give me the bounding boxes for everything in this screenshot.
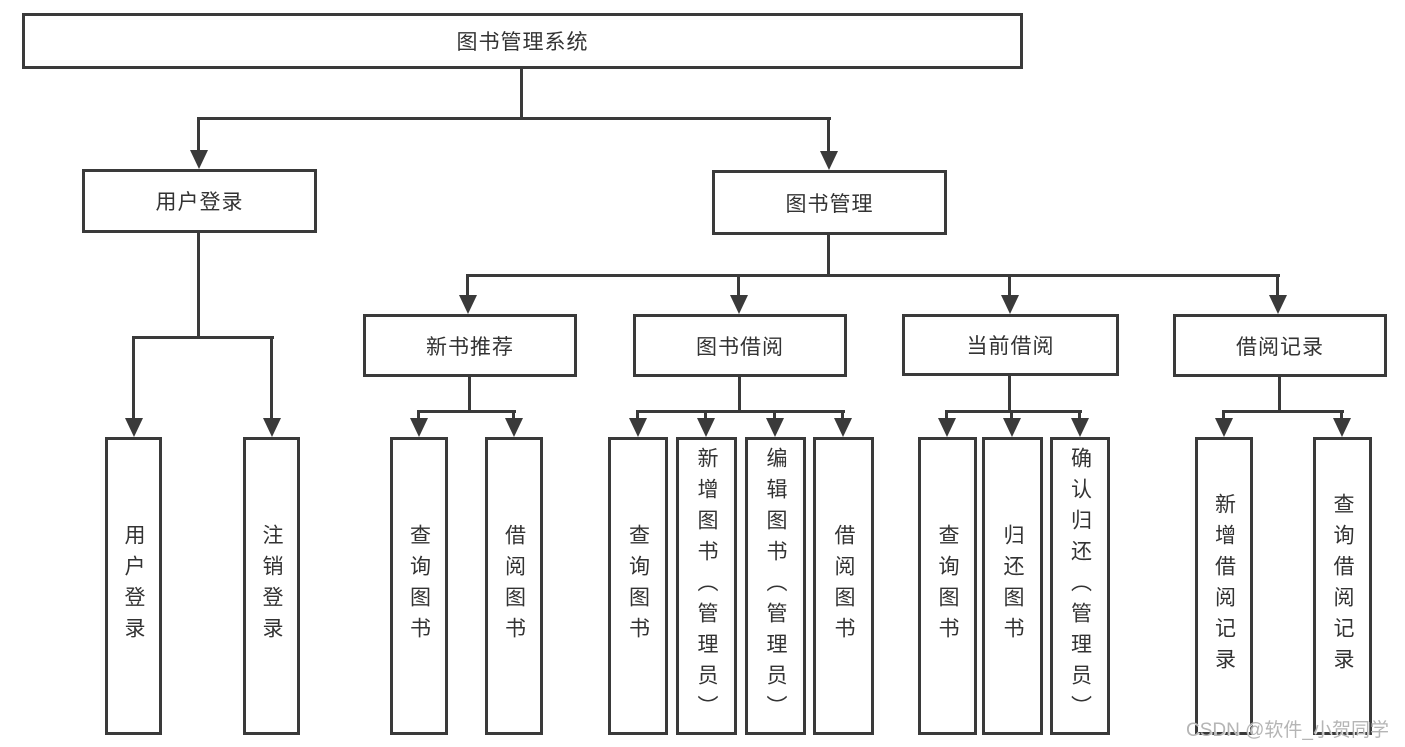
- arrow-down-icon: [1003, 418, 1021, 437]
- leaf-confirm-return-admin: 确认归还（管理员）: [1050, 437, 1110, 735]
- connector-vline: [737, 274, 740, 296]
- connector-vline: [466, 274, 469, 296]
- node-label: 借阅图书: [502, 524, 526, 648]
- connector-vline: [1340, 410, 1343, 420]
- connector-vline: [827, 235, 830, 276]
- connector-vline: [636, 410, 639, 420]
- arrow-down-icon: [263, 418, 281, 437]
- arrow-down-icon: [1333, 418, 1351, 437]
- connector-vline: [1278, 377, 1281, 410]
- leaf-borrow-books: 借阅图书: [813, 437, 874, 735]
- arrow-down-icon: [505, 418, 523, 437]
- arrow-down-icon: [697, 418, 715, 437]
- node-label: 图书借阅: [696, 335, 784, 359]
- connector-vline: [945, 410, 948, 420]
- connector-vline: [270, 336, 273, 419]
- leaf-add-borrow-record: 新增借阅记录: [1195, 437, 1253, 735]
- node-label: 确认归还（管理员）: [1068, 446, 1092, 726]
- node-label: 查询图书: [626, 524, 650, 648]
- node-label: 查询借阅记录: [1331, 493, 1354, 679]
- connector-vline: [1008, 376, 1011, 410]
- node-label: 图书管理: [785, 192, 874, 216]
- connector-vline: [827, 117, 830, 152]
- connector-vline: [1008, 274, 1011, 296]
- node-label: 新增图书（管理员）: [695, 446, 718, 726]
- connector-vline: [1078, 410, 1081, 420]
- arrow-down-icon: [834, 418, 852, 437]
- leaf-query-books-borrow: 查询图书: [608, 437, 668, 735]
- leaf-query-books-current: 查询图书: [918, 437, 977, 735]
- csdn-watermark: CSDN @软件_小贺同学: [1186, 720, 1389, 741]
- node-label: 借阅记录: [1236, 335, 1324, 359]
- node-label: 注销登录: [260, 524, 283, 648]
- arrow-down-icon: [1071, 418, 1089, 437]
- arrow-down-icon: [938, 418, 956, 437]
- connector-vline: [738, 377, 741, 410]
- leaf-logout: 注销登录: [243, 437, 300, 735]
- arrow-down-icon: [1001, 295, 1019, 314]
- connector-vline: [197, 117, 200, 151]
- node-label: 借阅图书: [832, 524, 855, 648]
- node-label: 查询图书: [407, 524, 431, 648]
- node-label: 新增借阅记录: [1212, 493, 1236, 679]
- leaf-add-books-admin: 新增图书（管理员）: [676, 437, 737, 735]
- connector-hline: [417, 410, 516, 413]
- node-new-book-recommend: 新书推荐: [363, 314, 577, 377]
- node-label: 用户登录: [122, 524, 145, 648]
- connector-hline: [132, 336, 274, 339]
- node-label: 当前借阅: [966, 335, 1055, 358]
- connector-vline: [773, 410, 776, 420]
- arrow-down-icon: [766, 418, 784, 437]
- node-book-borrowing: 图书借阅: [633, 314, 847, 377]
- connector-vline: [1276, 274, 1279, 296]
- node-label: 编辑图书（管理员）: [764, 446, 787, 726]
- leaf-borrow-books-recommend: 借阅图书: [485, 437, 543, 735]
- leaf-user-login: 用户登录: [105, 437, 162, 735]
- connector-vline: [197, 233, 200, 336]
- node-borrowing-records: 借阅记录: [1173, 314, 1387, 377]
- arrow-down-icon: [629, 418, 647, 437]
- arrow-down-icon: [730, 295, 748, 314]
- arrow-down-icon: [1215, 418, 1233, 437]
- arrow-down-icon: [190, 150, 208, 169]
- node-label: 用户登录: [155, 191, 244, 214]
- connector-vline: [132, 336, 135, 419]
- leaf-query-books-recommend: 查询图书: [390, 437, 448, 735]
- node-label: 图书管理系统: [456, 31, 589, 54]
- connector-vline: [841, 410, 844, 420]
- connector-hline: [1222, 410, 1344, 413]
- connector-vline: [468, 377, 471, 410]
- arrow-down-icon: [125, 418, 143, 437]
- connector-hline: [466, 274, 1280, 277]
- arrow-down-icon: [820, 151, 838, 170]
- node-current-borrowing: 当前借阅: [902, 314, 1119, 376]
- node-label: 归还图书: [1001, 524, 1024, 648]
- connector-hline: [945, 410, 1082, 413]
- connector-vline: [520, 69, 523, 117]
- connector-vline: [1010, 410, 1013, 420]
- connector-vline: [704, 410, 707, 420]
- arrow-down-icon: [410, 418, 428, 437]
- connector-vline: [1222, 410, 1225, 420]
- node-user-login: 用户登录: [82, 169, 317, 233]
- leaf-query-borrow-record: 查询借阅记录: [1313, 437, 1372, 735]
- connector-vline: [512, 410, 515, 420]
- connector-hline: [197, 117, 831, 120]
- leaf-edit-books-admin: 编辑图书（管理员）: [745, 437, 806, 735]
- node-library-management-system: 图书管理系统: [22, 13, 1023, 69]
- connector-hline: [636, 410, 845, 413]
- node-label: 新书推荐: [426, 335, 514, 359]
- arrow-down-icon: [1269, 295, 1287, 314]
- node-book-management: 图书管理: [712, 170, 947, 235]
- connector-vline: [417, 410, 420, 420]
- leaf-return-books: 归还图书: [982, 437, 1043, 735]
- arrow-down-icon: [459, 295, 477, 314]
- node-label: 查询图书: [936, 524, 959, 648]
